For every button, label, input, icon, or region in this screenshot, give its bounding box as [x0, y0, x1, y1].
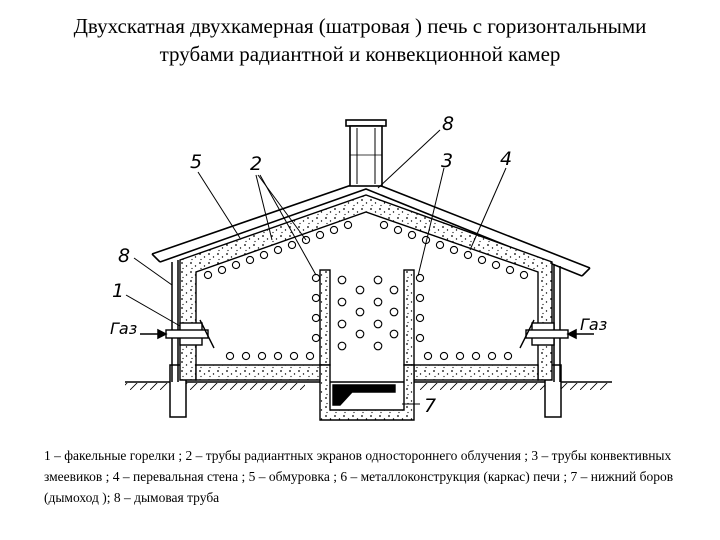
- label-7: 7: [424, 395, 436, 417]
- label-2: 2: [250, 153, 262, 175]
- label-4: 4: [500, 148, 512, 170]
- chimney: [345, 119, 387, 187]
- convection-tubes: [311, 273, 425, 351]
- refractory-lining: [179, 194, 553, 381]
- legend-caption: 1 – факельные горелки ; 2 – трубы радиан…: [44, 448, 674, 505]
- callout-labels: 5 2 8 3 4 8 1 7: [112, 113, 512, 417]
- title-line-1: Двухскатная двухкамерная (шатровая ) печ…: [73, 14, 647, 38]
- label-8-left: 8: [118, 245, 130, 267]
- label-3: 3: [441, 150, 453, 172]
- ground: [125, 381, 612, 390]
- leader-lines: [125, 129, 507, 405]
- page-title: Двухскатная двухкамерная (шатровая ) печ…: [0, 12, 720, 68]
- label-5: 5: [190, 151, 202, 173]
- title-line-2: трубами радиантной и конвекционной камер: [159, 42, 561, 66]
- burner-left: [165, 319, 215, 349]
- burner-right: [519, 319, 569, 349]
- gas-label-right: Газ: [580, 315, 607, 334]
- label-1: 1: [112, 280, 124, 302]
- gas-arrows: [140, 328, 594, 340]
- label-8-top: 8: [442, 113, 454, 135]
- steel-columns: [171, 260, 561, 382]
- gas-label-left: Газ: [110, 319, 137, 338]
- bridge-wall-and-flue: [319, 269, 415, 421]
- furnace-diagram: Газ Газ 5: [110, 113, 612, 421]
- radiant-tubes: [203, 220, 529, 361]
